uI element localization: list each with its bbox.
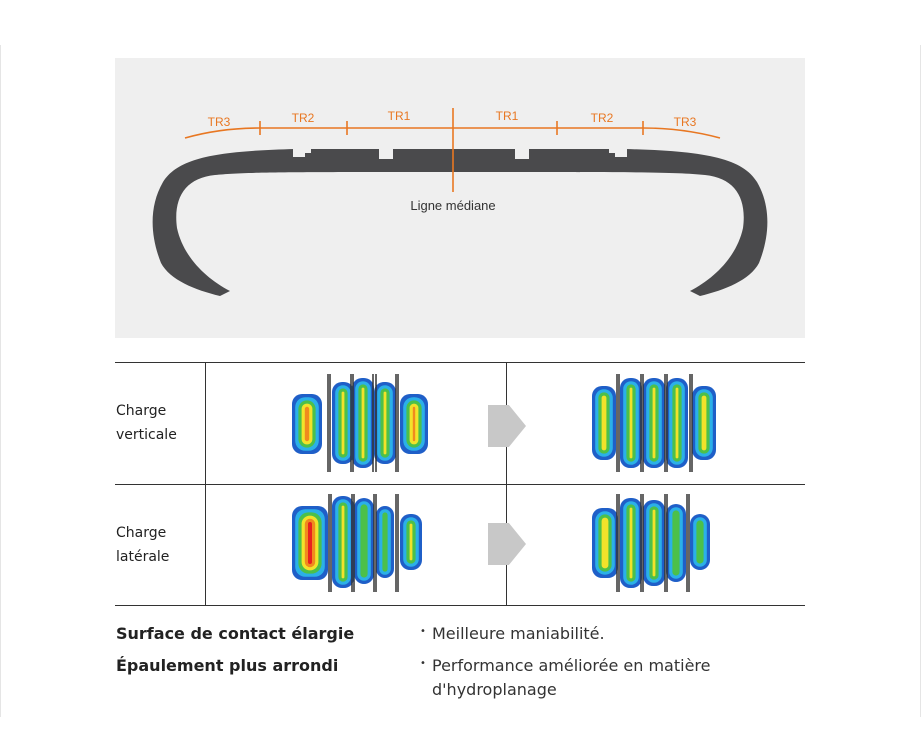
pressure-contour [652, 509, 656, 577]
tire-profile [152, 149, 768, 296]
feature-title: Épaulement plus arrondi [116, 656, 339, 675]
row-label-line: Charge [116, 403, 167, 419]
pressure-contour [409, 523, 413, 561]
pressure-contour [672, 510, 680, 576]
contact-patch-vertical-improved [592, 374, 716, 472]
tire-illustration: TR3 TR2 TR1 TR1 TR2 TR3 Ligne médiane [152, 108, 768, 296]
pressure-contour [308, 522, 312, 564]
feature-benefit: Meilleure maniabilité. [432, 624, 605, 643]
pressure-contour [696, 520, 704, 564]
feature-title: Surface de contact élargie [116, 624, 355, 643]
pressure-contour [701, 395, 707, 451]
zone-label: TR1 [388, 109, 411, 123]
table-border [115, 362, 805, 363]
contact-patch-lateral-improved [592, 494, 710, 592]
table-column-divider [205, 362, 206, 605]
benefit-line: Performance améliorée en matière [432, 656, 711, 675]
row-label-line: verticale [116, 427, 177, 443]
pressure-contour [360, 504, 368, 578]
arrow-right-icon [488, 405, 526, 447]
zone-label: TR2 [292, 111, 315, 125]
pressure-contour [383, 391, 387, 455]
table-divider [115, 484, 805, 485]
tire-cross-section-diagram: TR3 TR2 TR1 TR1 TR2 TR3 Ligne médiane [115, 58, 805, 338]
row-label-vertical-load: Charge verticale [116, 399, 177, 447]
tread-grooves [293, 147, 627, 159]
pressure-contour [412, 406, 416, 442]
zone-dimension-lines [184, 108, 721, 192]
pressure-contour [304, 406, 310, 442]
bullet-icon: • [420, 658, 426, 669]
pressure-contour [675, 387, 679, 459]
zone-label: TR3 [208, 115, 231, 129]
pressure-contour [601, 395, 607, 451]
pressure-contour [361, 387, 365, 459]
zone-label: TR2 [591, 111, 614, 125]
zone-label: TR3 [674, 115, 697, 129]
bullet-icon: • [420, 626, 426, 637]
table-column-divider [506, 362, 507, 605]
pressure-contour [601, 517, 609, 569]
contact-patch-lateral-conventional [292, 494, 422, 592]
benefit-line: d'hydroplanage [432, 680, 557, 699]
row-label-line: Charge [116, 525, 167, 541]
pressure-contour [629, 387, 633, 459]
table-border [115, 605, 805, 606]
arrow-right-icon [488, 523, 526, 565]
pressure-contour [341, 505, 345, 579]
pressure-contour [629, 507, 633, 579]
pressure-contour [341, 391, 345, 455]
centerline-label: Ligne médiane [410, 198, 495, 213]
zone-label: TR1 [496, 109, 519, 123]
row-label-lateral-load: Charge latérale [116, 521, 169, 569]
pressure-contour [382, 512, 388, 572]
feature-benefit: Performance améliorée en matière d'hydro… [432, 654, 710, 702]
pressure-contour [652, 387, 656, 459]
row-label-line: latérale [116, 549, 170, 565]
page-edge-left [0, 45, 1, 717]
contact-patch-vertical-conventional [292, 374, 428, 472]
